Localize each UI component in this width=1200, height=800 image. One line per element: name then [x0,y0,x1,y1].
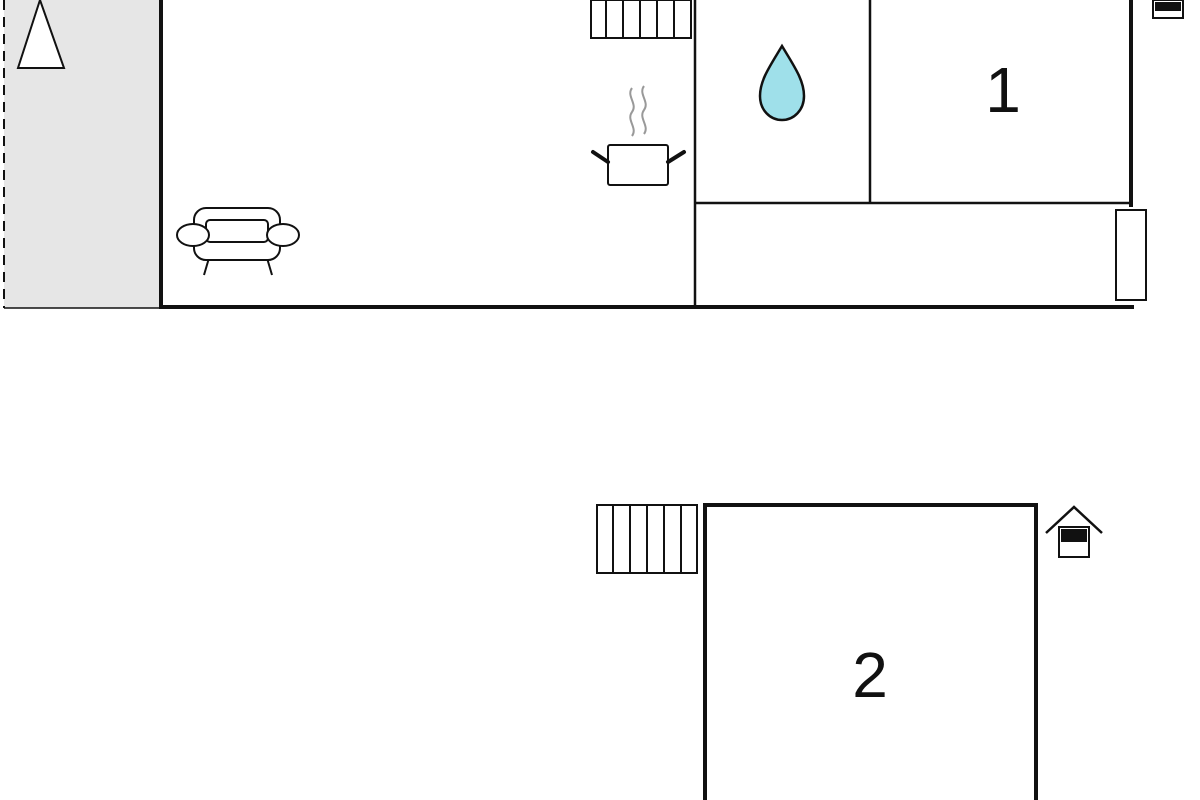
upper-floor-walls [159,0,1134,309]
staircase-icon [596,504,698,574]
tree-icon [16,0,66,69]
house-icon [1152,0,1184,19]
kitchen-pot-icon [591,85,686,186]
sofa-icon [176,207,300,276]
lower-floor-walls [703,503,1038,800]
room-label-1: 1 [985,54,1021,126]
door-icon [1115,209,1147,301]
house-icon [1045,505,1103,558]
room-label-2: 2 [852,639,888,711]
water-drop-icon [758,43,806,122]
staircase-icon [590,0,692,39]
